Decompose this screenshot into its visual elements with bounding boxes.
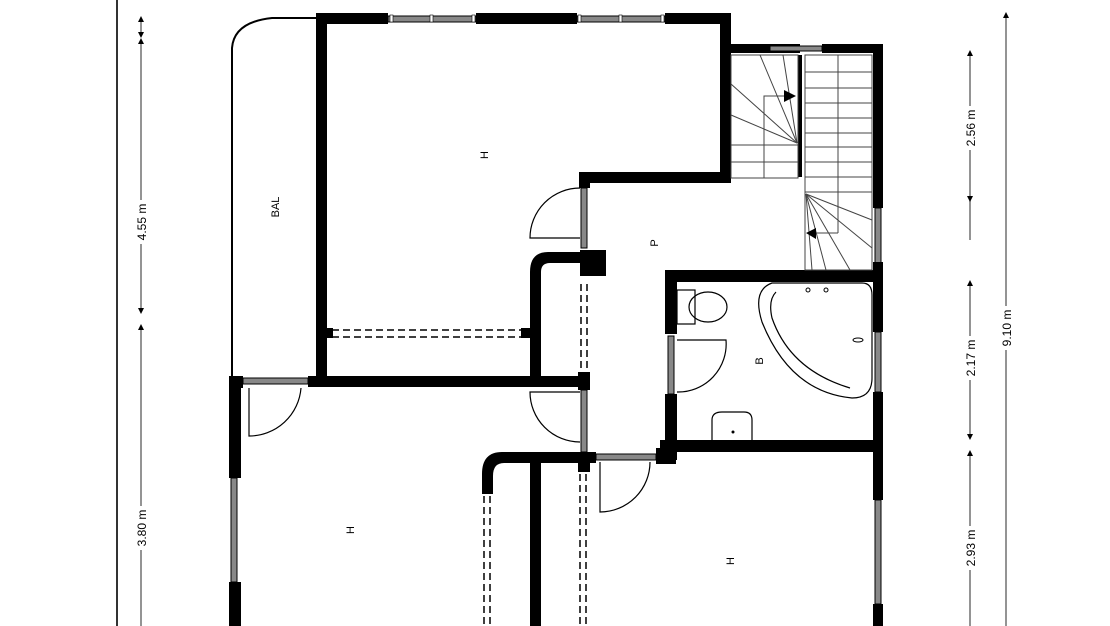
doors	[248, 187, 727, 513]
toilet-icon	[676, 289, 728, 325]
walls	[229, 13, 883, 626]
dimension-right-2-17: 2.17 m	[962, 280, 978, 440]
room-label-passage: P	[649, 239, 661, 246]
dimension-label: 3.80 m	[135, 510, 149, 547]
bathtub-icon	[758, 282, 873, 399]
dimension-label: 2.56 m	[964, 110, 978, 147]
dimension-left-4-55: 4.55 m	[133, 16, 149, 314]
bathroom-fixtures	[676, 282, 873, 440]
dimension-total-9-10: 9.10 m	[998, 12, 1014, 626]
dimension-label: 2.17 m	[964, 340, 978, 377]
sink-icon	[711, 411, 753, 440]
dimension-left-3-80: 3.80 m	[133, 324, 149, 626]
dimension-label: 9.10 m	[1000, 310, 1014, 347]
dimension-right-2-56: 2.56 m	[962, 50, 978, 240]
staircase	[730, 54, 873, 271]
dimension-right-2-93: 2.93 m	[962, 450, 978, 626]
dimension-label: 4.55 m	[135, 204, 149, 241]
balcony: BAL	[231, 17, 316, 381]
openings	[327, 284, 588, 626]
room-label-balcony: BAL	[270, 197, 282, 218]
dimension-label: 2.93 m	[964, 530, 978, 567]
room-label-h-bottom-left: H	[345, 526, 357, 534]
room-label-h-bottom-right: H	[725, 557, 737, 565]
room-label-bathroom: B	[754, 357, 766, 364]
room-label-h-top: H	[479, 151, 491, 159]
